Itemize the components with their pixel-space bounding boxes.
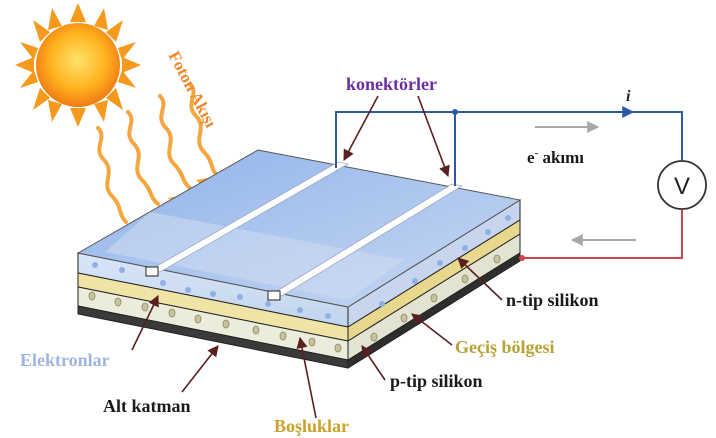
junction-label: Geçiş bölgesi <box>455 337 555 357</box>
p-type-label: p-tip silikon <box>390 371 483 391</box>
photon-flux-label: Foton Akışı <box>164 48 220 131</box>
electron-dots <box>92 215 511 319</box>
voltmeter-icon <box>657 160 707 210</box>
circuit <box>335 106 683 259</box>
circuit-wire-red <box>522 210 683 259</box>
circuit-wire-blue <box>335 111 683 168</box>
connectors-label: konektörler <box>346 74 437 94</box>
substrate-side <box>347 252 521 369</box>
holes-label: Boşluklar <box>274 416 349 436</box>
substrate-label: Alt katman <box>103 396 191 416</box>
n-type-label: n-tip silikon <box>506 290 599 310</box>
electron-current-label: e- akımı <box>527 147 584 167</box>
hole-marks <box>88 254 501 353</box>
electrons-label: Elektronlar <box>20 350 110 370</box>
leader-arrows <box>131 95 503 419</box>
voltmeter-label: V <box>674 173 690 200</box>
current-symbol-label: i <box>626 88 631 105</box>
sun-icon <box>15 3 141 127</box>
